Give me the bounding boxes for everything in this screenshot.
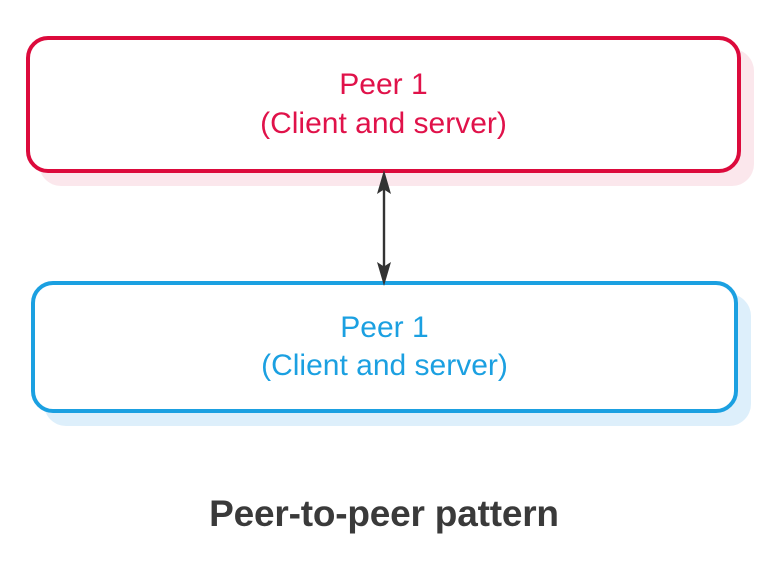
peer-b-node[interactable]: Peer 1 (Client and server) — [31, 281, 738, 413]
connector-arrowhead-down — [377, 262, 391, 286]
peer-a-subtitle: (Client and server) — [260, 106, 507, 140]
peer-b-subtitle: (Client and server) — [261, 349, 508, 382]
peer-a-node[interactable]: Peer 1 (Client and server) — [26, 36, 741, 173]
diagram-caption: Peer-to-peer pattern — [209, 493, 559, 534]
peer-a-title: Peer 1 — [339, 68, 428, 102]
bidirectional-arrow-icon — [377, 170, 391, 286]
peer-b-title: Peer 1 — [340, 310, 429, 344]
connector-arrowhead-up — [377, 170, 391, 194]
